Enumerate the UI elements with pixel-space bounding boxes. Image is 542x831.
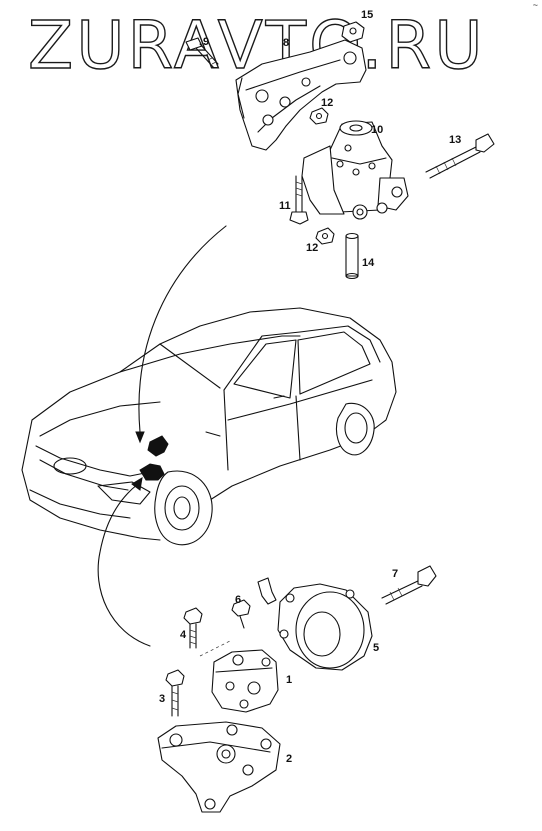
callout-1: 1 (286, 674, 292, 686)
corner-mark: ~ (532, 0, 538, 10)
bolt-9 (185, 37, 219, 69)
engine-mount-location-markers (139, 435, 169, 481)
bolt-6 (231, 599, 251, 629)
bracket-2 (157, 721, 281, 813)
callout-14: 14 (362, 257, 375, 269)
car-illustration (21, 307, 397, 546)
bolt-4 (183, 607, 203, 649)
watermark: ZURAVTO.RU (27, 6, 486, 78)
bolt-3 (165, 669, 185, 717)
watermark-text: ZURAVTO.RU (28, 7, 486, 78)
dashed-position-line (199, 639, 233, 657)
callout-11: 11 (279, 200, 291, 212)
bolt-11 (289, 175, 309, 225)
bolt-7 (381, 565, 437, 605)
callout-6: 6 (235, 594, 241, 606)
callout-4: 4 (180, 629, 187, 641)
callout-8: 8 (283, 37, 289, 49)
bracket-8 (235, 39, 367, 151)
mount-10 (301, 120, 409, 220)
callout-12-lower: 12 (306, 242, 318, 254)
nut-12-upper (309, 107, 329, 125)
callout-12-upper: 12 (321, 97, 333, 109)
bolt-13 (425, 133, 495, 179)
callout-2: 2 (286, 753, 292, 765)
sleeve-14 (345, 232, 359, 280)
callout-3: 3 (159, 693, 165, 705)
callout-9: 9 (203, 36, 209, 48)
leader-arrows (97, 225, 227, 647)
clip-part (257, 577, 277, 605)
bracket-1 (211, 649, 279, 713)
nut-15 (341, 21, 365, 43)
callout-10: 10 (371, 124, 383, 136)
nut-12-lower (315, 227, 335, 245)
callout-13: 13 (449, 134, 461, 146)
callout-5: 5 (373, 642, 379, 654)
callout-15: 15 (361, 9, 373, 21)
callout-7: 7 (392, 568, 398, 580)
mount-5 (277, 583, 373, 671)
